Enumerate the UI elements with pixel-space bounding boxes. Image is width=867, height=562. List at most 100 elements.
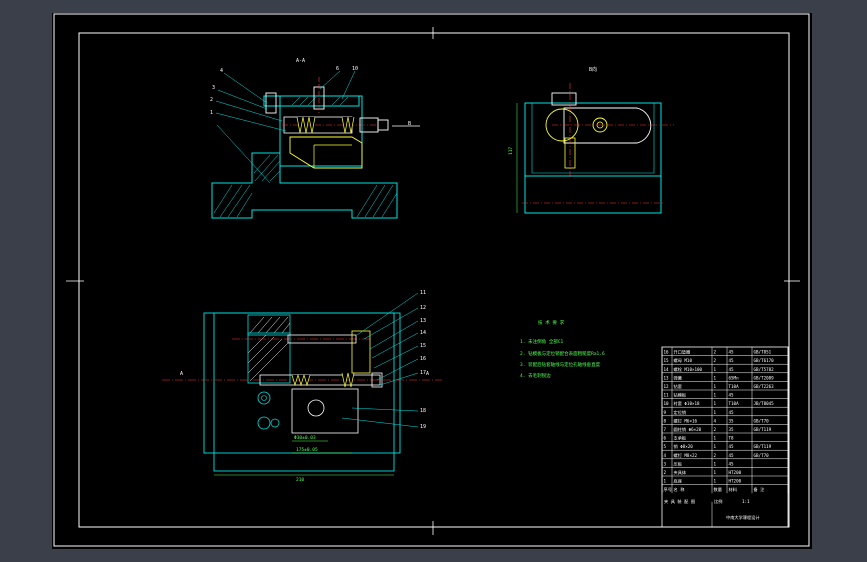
bom-cell: 45 [729,393,735,398]
bom-cell: 11 [664,393,670,398]
svg-text:4. 去毛刺锐边: 4. 去毛刺锐边 [520,372,551,379]
bom-cell: 1 [714,375,717,380]
bom-cell: GB/T851 [754,350,772,355]
bom-cell: HT200 [729,479,742,484]
bom-cell: 2 [714,358,717,363]
bom-header-cell: 名 称 [674,486,685,493]
bom-cell: GB/T5782 [754,367,775,372]
bom-cell: 3 [664,461,667,466]
bom-cell: 1 [714,367,717,372]
bom-cell: 16 [664,350,670,355]
svg-text:1. 未注倒角 全部C1: 1. 未注倒角 全部C1 [520,338,564,345]
technical-requirements: 技 术 要 求 1. 未注倒角 全部C1 2. 钻模板与定位销配合表面粗糙度Ra… [520,319,605,379]
cad-drawing: A-A [53,13,810,547]
bom-header-cell: 序号 [664,486,672,493]
bom-cell: 1 [714,436,717,441]
bom-cell: 35 [729,427,735,432]
bom-cell: 45 [729,410,735,415]
bom-cell: 钻套 [674,383,683,390]
bom-cell: 钻模板 [674,392,687,399]
svg-text:A: A [180,371,183,377]
bom-cell: JB/T8045 [754,401,775,406]
bom-cell: 4 [714,418,717,423]
svg-text:19: 19 [420,424,426,430]
svg-text:17: 17 [420,370,426,376]
bom-cell: GB/T119 [754,427,772,432]
bom-cell: 65Mn [729,375,740,380]
bom-cell: 2 [714,427,717,432]
bom-cell: 开口垫圈 [674,349,691,356]
bom-cell: T10A [729,384,740,389]
bom-cell: 螺栓 M10×100 [674,366,703,373]
bom-cell: 2 [714,350,717,355]
bom-cell: GB/T6170 [754,358,775,363]
svg-text:A: A [426,371,429,377]
bom-cell: GB/T2263 [754,384,775,389]
bom-cell: 45 [729,461,735,466]
bom-cell: 1 [714,470,717,475]
bom-cell: 支承板 [674,435,687,442]
bom-cell: 7 [664,427,667,432]
svg-text:12: 12 [420,305,426,311]
bom-cell: 圆柱销 Φ6×20 [674,426,702,433]
bom-cell: 螺钉 M8×22 [674,452,698,459]
bom-header-cell: 数量 [714,486,722,493]
svg-text:4: 4 [220,68,223,74]
bom-cell: 45 [729,367,735,372]
side-view-title: B向 [589,66,597,73]
sheet-inner-frame [78,32,790,528]
bom-cell: 15 [664,358,670,363]
bom-cell: 底座 [674,478,682,485]
bom-cell: 1 [664,479,667,484]
title-block-school: 中南大学课程设计 [726,514,760,521]
bom-cell: 45 [729,358,735,363]
bom-header-cell: 备 注 [754,486,766,493]
bom-cell: 弹簧 [674,374,682,381]
bom-cell: 45 [729,444,735,449]
bom-cell: T8 [729,436,735,441]
svg-text:3. 装配后钻套轴线与定位孔轴线垂直度: 3. 装配后钻套轴线与定位孔轴线垂直度 [520,361,601,368]
bom-cell: 8 [664,418,667,423]
bom-cell: 夹具体 [674,469,687,476]
bom-cell: 1 [714,479,717,484]
svg-text:18: 18 [420,408,426,414]
cad-viewport[interactable]: A-A [52,13,812,549]
bom-cell: GB/T119 [754,444,772,449]
bom-cell: 2 [664,470,667,475]
svg-text:2. 钻模板与定位销配合表面粗糙度Ra1.6: 2. 钻模板与定位销配合表面粗糙度Ra1.6 [520,350,605,357]
bom-cell: 1 [714,384,717,389]
bom-cell: HT200 [729,470,742,475]
bom-cell: 1 [714,410,717,415]
bom-cell: 45 [729,453,735,458]
sheet-outer-border [53,13,810,547]
svg-text:10: 10 [352,66,358,72]
title-block-name: 夹 具 装 配 图 [664,498,695,505]
svg-text:16: 16 [420,356,426,362]
svg-text:技 术 要 求: 技 术 要 求 [538,319,565,326]
bom-cell: GB/T70 [754,453,770,458]
bom-cell: 6 [664,436,667,441]
side-view-b: B向 117 [508,66,674,214]
bom-cell: 定位销 [674,409,687,416]
bom-cell: 9 [664,410,667,415]
svg-text:2: 2 [210,97,213,103]
bom-cell: 压板 [674,460,683,467]
bom-cell: 销 Φ8×20 [674,443,694,450]
bom-cell: 1 [714,444,717,449]
bom-cell: GB/T2089 [754,375,775,380]
bom-cell: 1 [714,461,717,466]
bom-cell: 螺钉 M6×16 [674,417,698,424]
svg-text:117: 117 [508,147,514,155]
bom-cell: GB/T70 [754,418,770,423]
bom-header-cell: 材料 [729,486,738,493]
bom-cell: 12 [664,384,670,389]
svg-text:13: 13 [420,318,426,324]
section-view-title: A-A [296,58,305,64]
plan-view: 11 12 13 14 15 16 17 18 19 Φ30±0.03 175±… [162,290,442,483]
bom-cell: 4 [664,453,667,458]
section-view-a-a: A-A [210,58,420,219]
bom-cell: 2 [714,453,717,458]
svg-text:3: 3 [212,85,215,91]
bom-cell: 5 [664,444,667,449]
